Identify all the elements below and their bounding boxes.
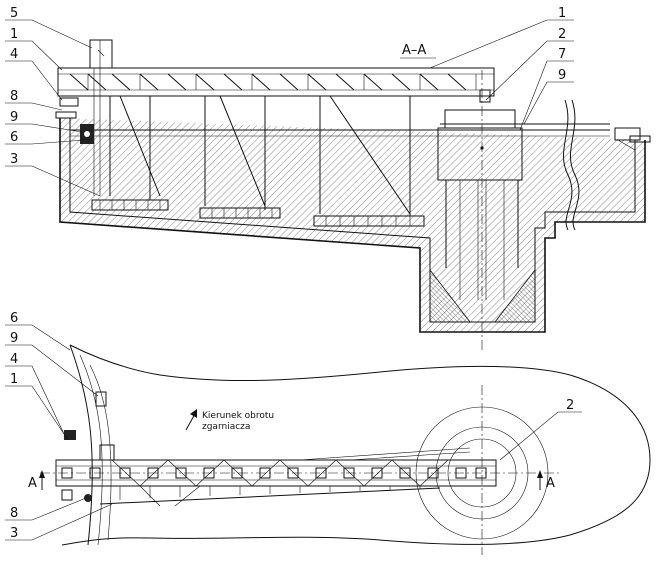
callout-number: 6 <box>10 311 18 326</box>
rotation-note-line2: zgarniacza <box>202 422 250 432</box>
drive-box <box>89 39 113 69</box>
callout-number: 1 <box>558 6 566 21</box>
rotation-note-line1: Kierunek obrotu <box>202 411 274 421</box>
plan-view: A A Kierunek obrotu zgarniacza 6 9 4 <box>5 311 651 555</box>
callout-number: 4 <box>10 352 18 367</box>
callout-number: 6 <box>10 130 18 145</box>
tank-outline <box>61 344 651 546</box>
callout-number: 1 <box>10 27 18 42</box>
section-arrow-left: A <box>28 470 45 491</box>
scraper-blades <box>91 199 425 227</box>
bridge-plan <box>55 430 497 487</box>
callout-number: 5 <box>10 6 18 21</box>
callout-number: 2 <box>566 398 574 413</box>
bridge-truss <box>57 67 495 97</box>
callout-number: 8 <box>10 506 18 521</box>
callout-number: 9 <box>10 331 18 346</box>
section-arrow-right: A <box>537 470 555 491</box>
svg-text:A: A <box>546 476 555 491</box>
callout-number: 3 <box>10 526 18 541</box>
svg-text:A: A <box>28 476 37 491</box>
rotation-direction: Kierunek obrotu zgarniacza <box>185 409 274 432</box>
plan-scrapers <box>84 485 441 507</box>
break-line <box>570 99 580 231</box>
callout-number: 7 <box>558 47 566 62</box>
callout-number: 8 <box>10 89 18 104</box>
drive-unit <box>95 391 107 407</box>
section-title: A–A <box>402 43 426 58</box>
callout-number: 9 <box>558 68 566 83</box>
section-view: 5 1 4 8 9 6 3 1 2 7 9 A–A <box>5 6 651 350</box>
callout-number: 2 <box>558 27 566 42</box>
callout-number: 3 <box>10 152 18 167</box>
callout-leaders <box>5 324 582 541</box>
break-line <box>563 99 573 231</box>
callout-leaders <box>5 19 574 197</box>
callout-number: 4 <box>10 47 18 62</box>
callout-number: 1 <box>10 372 18 387</box>
tank-wall <box>55 111 651 333</box>
callout-number: 9 <box>10 110 18 125</box>
scraper-hangers <box>109 95 411 216</box>
